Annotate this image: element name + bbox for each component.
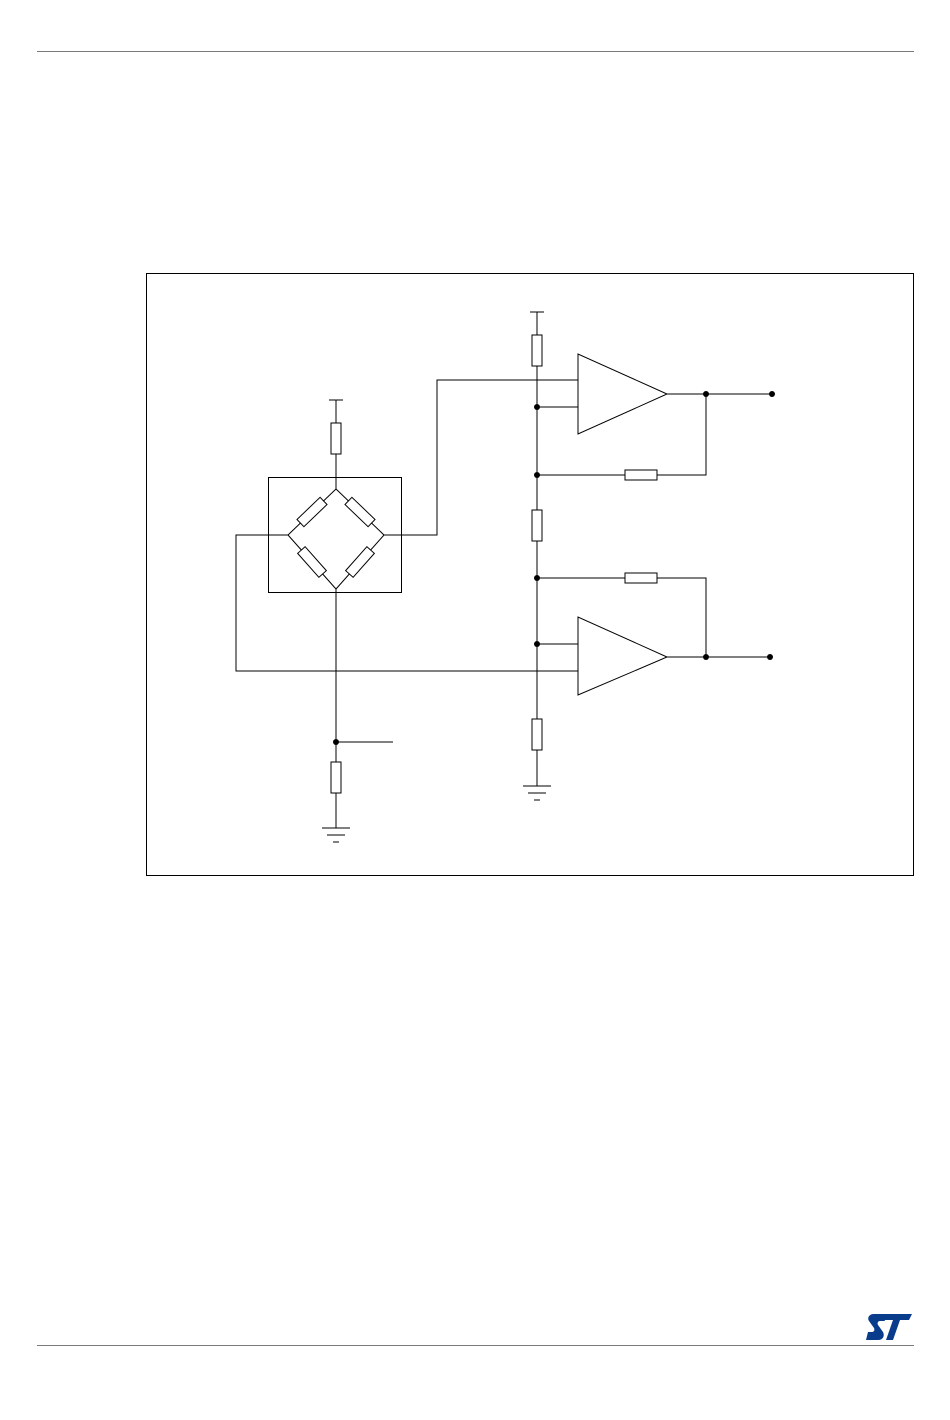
divider-resistor-bottom <box>532 719 542 750</box>
junction-dot <box>534 641 540 647</box>
junction-dot <box>534 404 540 410</box>
junction-dot <box>333 739 339 745</box>
ground-symbol-right <box>523 786 551 800</box>
lower-feedback-wire <box>657 578 706 657</box>
bridge-supply-resistor <box>331 423 341 454</box>
divider-resistor-top <box>532 335 542 366</box>
junction-dot <box>534 575 540 581</box>
bridge-resistor-bottom-left <box>298 547 327 578</box>
st-logo-icon <box>866 1312 914 1342</box>
upper-feedback-resistor <box>625 470 657 480</box>
junction-dot <box>534 472 540 478</box>
junction-dot <box>703 654 709 660</box>
figure-frame <box>147 274 914 876</box>
divider-resistor-middle <box>532 510 542 541</box>
bridge-resistor-top-left <box>297 497 327 526</box>
lower-feedback-resistor <box>625 573 657 583</box>
junction-dot <box>703 391 709 397</box>
ground-symbol-left <box>322 828 350 842</box>
upper-feedback-wire <box>657 394 706 475</box>
output-terminal-lower <box>767 654 773 660</box>
upper-amplifier <box>578 354 667 434</box>
lower-amplifier <box>578 617 667 695</box>
output-terminal-upper <box>769 391 775 397</box>
bridge-resistor-bottom-right <box>346 547 375 578</box>
bridge-resistor-top-right <box>345 497 375 526</box>
footer-rule <box>37 1345 914 1346</box>
bridge-ground-resistor <box>331 762 341 793</box>
